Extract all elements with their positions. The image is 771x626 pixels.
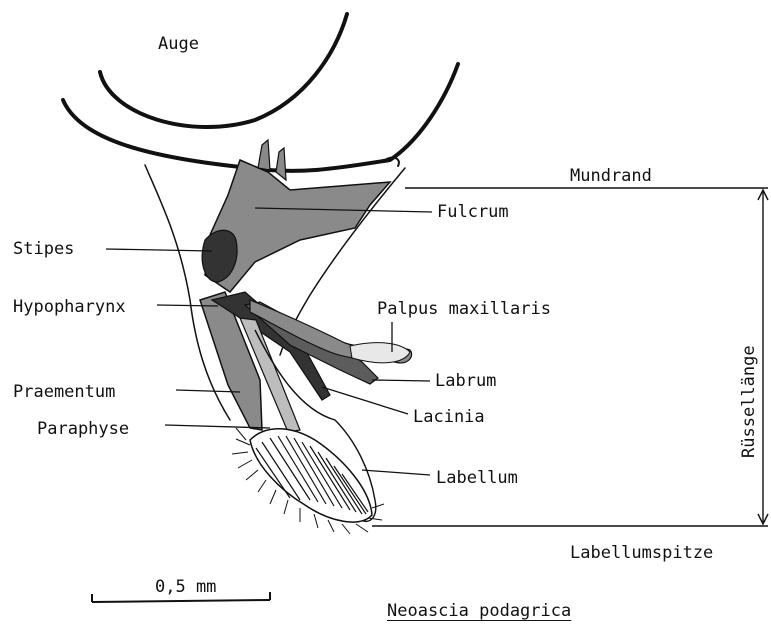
label-stipes: Stipes bbox=[13, 241, 74, 258]
proboscis-left-contour bbox=[145, 165, 230, 420]
leader-stipes bbox=[106, 249, 212, 251]
fulcrum-spike-right bbox=[276, 148, 286, 180]
species-name: Neoascia podagrica bbox=[387, 603, 571, 620]
length-measure bbox=[372, 188, 768, 526]
leader-lacinia bbox=[322, 387, 408, 414]
label-labellumspitze: Labellumspitze bbox=[570, 545, 713, 562]
label-palpus-maxillaris: Palpus maxillaris bbox=[377, 301, 551, 318]
label-hypopharynx: Hypopharynx bbox=[13, 299, 126, 316]
label-ruessellaenge: Rüssellänge bbox=[741, 345, 758, 458]
label-labellum: Labellum bbox=[436, 470, 518, 487]
leader-labrum bbox=[372, 380, 430, 381]
label-praementum: Praementum bbox=[13, 384, 115, 401]
label-auge: Auge bbox=[158, 36, 199, 53]
scale-bar-label: 0,5 mm bbox=[155, 579, 216, 596]
label-mundrand: Mundrand bbox=[570, 168, 652, 185]
fulcrum-shape bbox=[205, 160, 390, 292]
label-paraphyse: Paraphyse bbox=[37, 421, 129, 438]
palpus-tip bbox=[350, 343, 410, 363]
eye-outline bbox=[100, 14, 347, 127]
fulcrum-spike-left bbox=[258, 140, 270, 170]
leader-labellum bbox=[362, 470, 430, 475]
label-labrum: Labrum bbox=[435, 373, 496, 390]
label-lacinia: Lacinia bbox=[413, 409, 485, 426]
label-fulcrum: Fulcrum bbox=[437, 204, 509, 221]
